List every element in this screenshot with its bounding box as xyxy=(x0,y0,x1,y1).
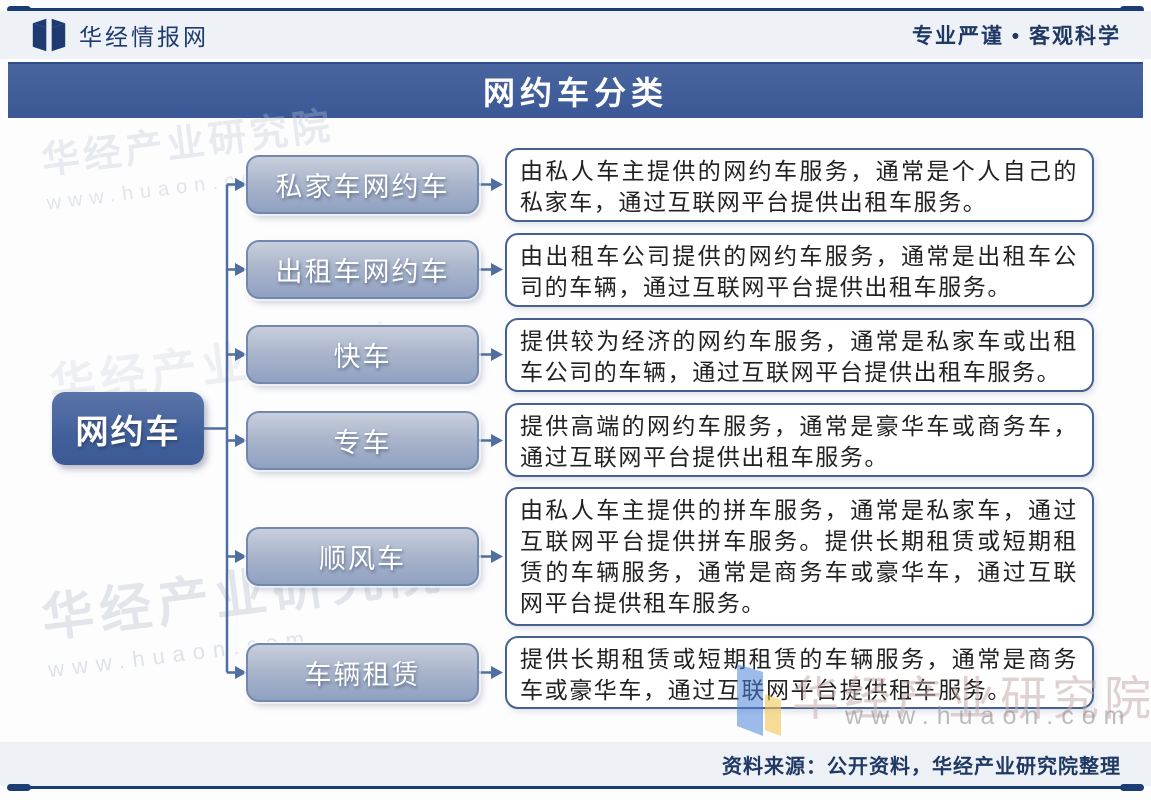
page-title: 网约车分类 xyxy=(482,75,668,111)
category-box-taxi: 出租车网约车 xyxy=(246,240,479,299)
header-slogan: 专业严谨 • 客观科学 xyxy=(911,25,1121,48)
source-note: 资料来源：公开资料，华经产业研究院整理 xyxy=(722,755,1121,778)
top-rule xyxy=(7,6,1144,13)
top-rule-right-cap xyxy=(1120,6,1144,13)
header: 华经情报网 专业严谨 • 客观科学 xyxy=(0,11,1151,59)
bottom-rule-left-cap xyxy=(7,784,31,791)
description-taxi: 由出租车公司提供的网约车服务，通常是出租车公司的车辆，通过互联网平台提供出租车服… xyxy=(505,233,1094,307)
category-box-private-car: 私家车网约车 xyxy=(246,155,479,214)
description-private-car: 由私人车主提供的网约车服务，通常是个人自己的私家车，通过互联网平台提供出租车服务… xyxy=(505,148,1094,222)
description-express: 提供较为经济的网约车服务，通常是私家车或出租车公司的车辆，通过互联网平台提供出租… xyxy=(505,318,1094,392)
category-box-express: 快车 xyxy=(246,325,479,384)
description-premier: 提供高端的网约车服务，通常是豪华车或商务车，通过互联网平台提供出租车服务。 xyxy=(505,403,1094,477)
bottom-rule-right-cap xyxy=(1120,784,1144,791)
bottom-rule xyxy=(7,784,1144,791)
brand-logo-icon xyxy=(32,18,66,52)
brand: 华经情报网 xyxy=(30,17,209,53)
title-bar: 网约车分类 xyxy=(8,62,1143,118)
category-box-premier: 专车 xyxy=(246,411,479,470)
brand-name: 华经情报网 xyxy=(79,24,209,50)
description-rental: 提供长期租赁或短期租赁的车辆服务，通常是商务车或豪华车，通过互联网平台提供租车服… xyxy=(505,636,1094,709)
category-box-rental: 车辆租赁 xyxy=(246,643,479,702)
description-carpool: 由私人车主提供的拼车服务，通常是私家车，通过互联网平台提供拼车服务。提供长期租赁… xyxy=(505,487,1094,626)
top-rule-left-cap xyxy=(7,6,31,13)
root-node: 网约车 xyxy=(52,392,204,465)
category-box-carpool: 顺风车 xyxy=(246,527,479,586)
footer: 资料来源：公开资料，华经产业研究院整理 xyxy=(0,742,1151,786)
